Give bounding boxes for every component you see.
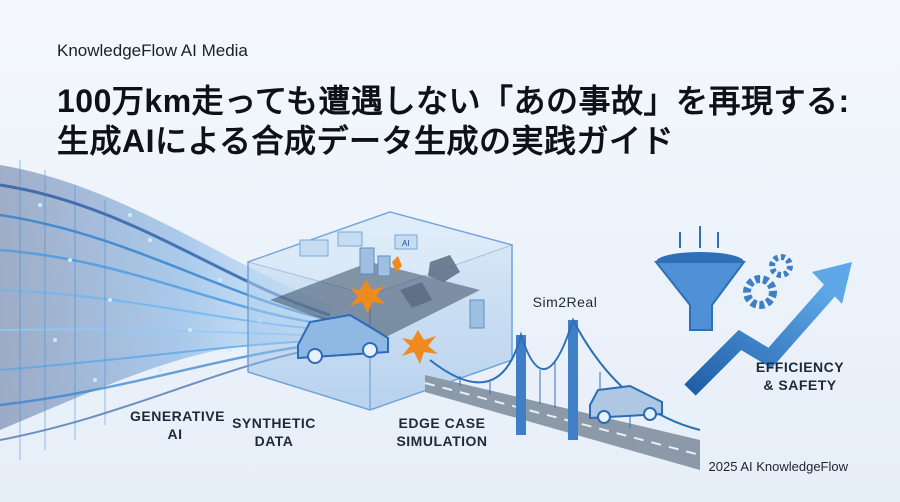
funnel-icon [653, 226, 746, 331]
page-title-line2: 生成AIによる合成データ生成の実践ガイド [57, 123, 675, 159]
page-title-line1: 100万km走っても遭遇しない「あの事故」を再現する: [57, 83, 850, 119]
car-icon [297, 313, 389, 364]
car-icon [589, 384, 663, 424]
generative-ai-label: GENERATIVE AI [130, 408, 225, 442]
edge-case-label: EDGE CASE SIMULATION [396, 415, 488, 449]
sim2real-label: Sim2Real [532, 294, 598, 310]
crash-burst-icon [350, 256, 438, 364]
holographic-cube: AI [246, 211, 514, 411]
efficiency-safety-label: EFFICIENCY & SAFETY [755, 359, 845, 393]
suspension-bridge [424, 317, 701, 470]
data-wave-graphic [0, 160, 331, 460]
upward-arrow-icon [684, 262, 852, 396]
copyright: 2025 AI KnowledgeFlow [708, 459, 848, 474]
media-brand: KnowledgeFlow AI Media [57, 41, 248, 60]
cube-panel-label: AI [402, 239, 410, 248]
synthetic-data-label: SYNTHETIC DATA [232, 415, 316, 449]
gear-icon [743, 254, 793, 309]
